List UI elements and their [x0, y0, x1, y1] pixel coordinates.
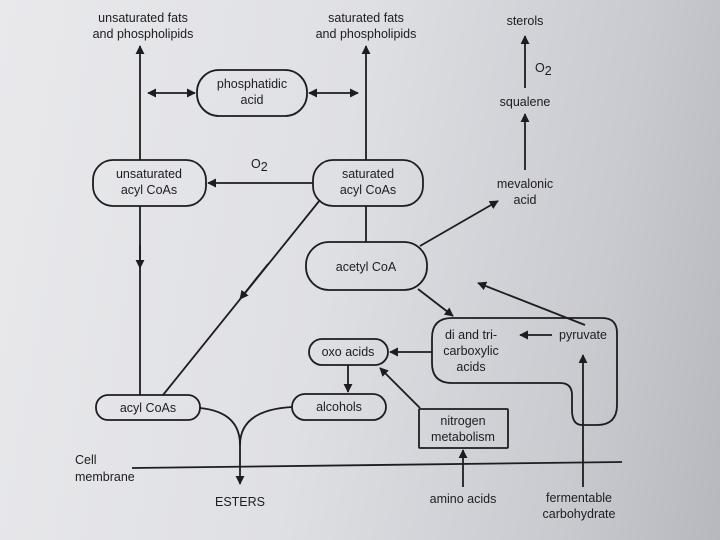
di-tri-carboxylic-acids-node: [431, 317, 618, 426]
sterols-label: sterols: [507, 14, 544, 28]
unsat-fats-label-1: unsaturated fats: [98, 11, 188, 25]
sat-fats-label-2: and phospholipids: [316, 27, 417, 41]
acyl-coas-node: [95, 394, 201, 421]
phosphatidic-label-1: phosphatidic: [217, 77, 287, 91]
alcohols-label: alcohols: [316, 400, 362, 414]
line-alcohols-to-esters: [239, 406, 293, 446]
arrow-nitrogen-to-oxo: [379, 367, 421, 409]
sat-fats-label-1: saturated fats: [328, 11, 404, 25]
unsat-acyl-label-1: unsaturated: [116, 167, 182, 181]
o2-desaturation-label: O2: [251, 157, 268, 174]
di-tri-label-2: carboxylic: [443, 344, 499, 358]
arrow-acetyl-to-di-tri: [417, 288, 454, 317]
cell-membrane-label-1: Cell: [75, 453, 97, 467]
mevalonic-label-2: acid: [514, 193, 537, 207]
fermentable-label-1: fermentable: [546, 491, 612, 505]
arrow-acetyl-to-mevalonic: [419, 200, 499, 247]
oxo-acids-label: oxo acids: [322, 345, 375, 359]
arrow-diagonal-mid: [239, 263, 269, 300]
phosphatidic-label-2: acid: [241, 93, 264, 107]
phosphatidic-acid-node: [196, 69, 308, 117]
nitrogen-metabolism-node: [418, 408, 509, 449]
unsat-fats-label-2: and phospholipids: [93, 27, 194, 41]
cell-membrane-line: [131, 461, 623, 469]
o2-sterols-label: O2: [535, 61, 552, 78]
esters-label: ESTERS: [215, 495, 265, 509]
mevalonic-label-1: mevalonic: [497, 177, 553, 191]
di-tri-label-1: di and tri-: [445, 328, 497, 342]
fermentable-label-2: carbohydrate: [543, 507, 616, 521]
sat-acyl-label-1: saturated: [342, 167, 394, 181]
squalene-label: squalene: [500, 95, 551, 109]
sat-acyl-label-2: acyl CoAs: [340, 183, 396, 197]
cell-membrane-label-2: membrane: [75, 470, 135, 484]
unsat-acyl-label-2: acyl CoAs: [121, 183, 177, 197]
amino-acids-label: amino acids: [430, 492, 497, 506]
di-tri-label-3: acids: [456, 360, 485, 374]
line-acyl-coas-to-esters: [199, 407, 241, 468]
acyl-coas-label: acyl CoAs: [120, 401, 176, 415]
unsaturated-acyl-coas-node: [92, 159, 207, 207]
arrow-pyruvate-to-acetyl: [477, 281, 586, 326]
pyruvate-label: pyruvate: [559, 328, 607, 342]
nitrogen-label-1: nitrogen: [440, 414, 485, 428]
acetyl-coa-label: acetyl CoA: [336, 260, 397, 274]
nitrogen-label-2: metabolism: [431, 430, 495, 444]
